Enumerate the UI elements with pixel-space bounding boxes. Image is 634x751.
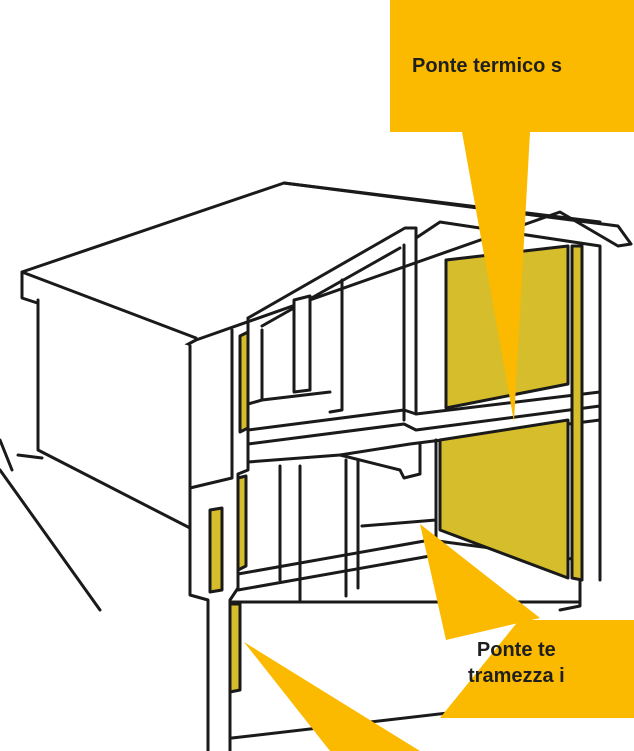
callout-mid-line2: tramezza i [468,665,565,687]
callout-top-label: Ponte termico s [412,55,563,77]
insulation-left-lower [236,474,248,572]
insulation-basement [228,602,242,694]
callout-mid-box [440,614,634,718]
insulation-left-upper [238,330,250,434]
insulation-lower-right [438,418,570,580]
ground-lines [0,438,102,612]
insulation-right-strip [570,244,584,582]
insulation-stair [208,506,224,594]
callouts [244,0,634,751]
callout-top-box [390,0,634,422]
callout-bottom-pointer [244,642,420,751]
callout-mid-pointer [420,524,540,640]
callout-mid-label: Ponte te tramezza i [468,637,565,689]
callout-mid-line1: Ponte te [476,639,556,661]
